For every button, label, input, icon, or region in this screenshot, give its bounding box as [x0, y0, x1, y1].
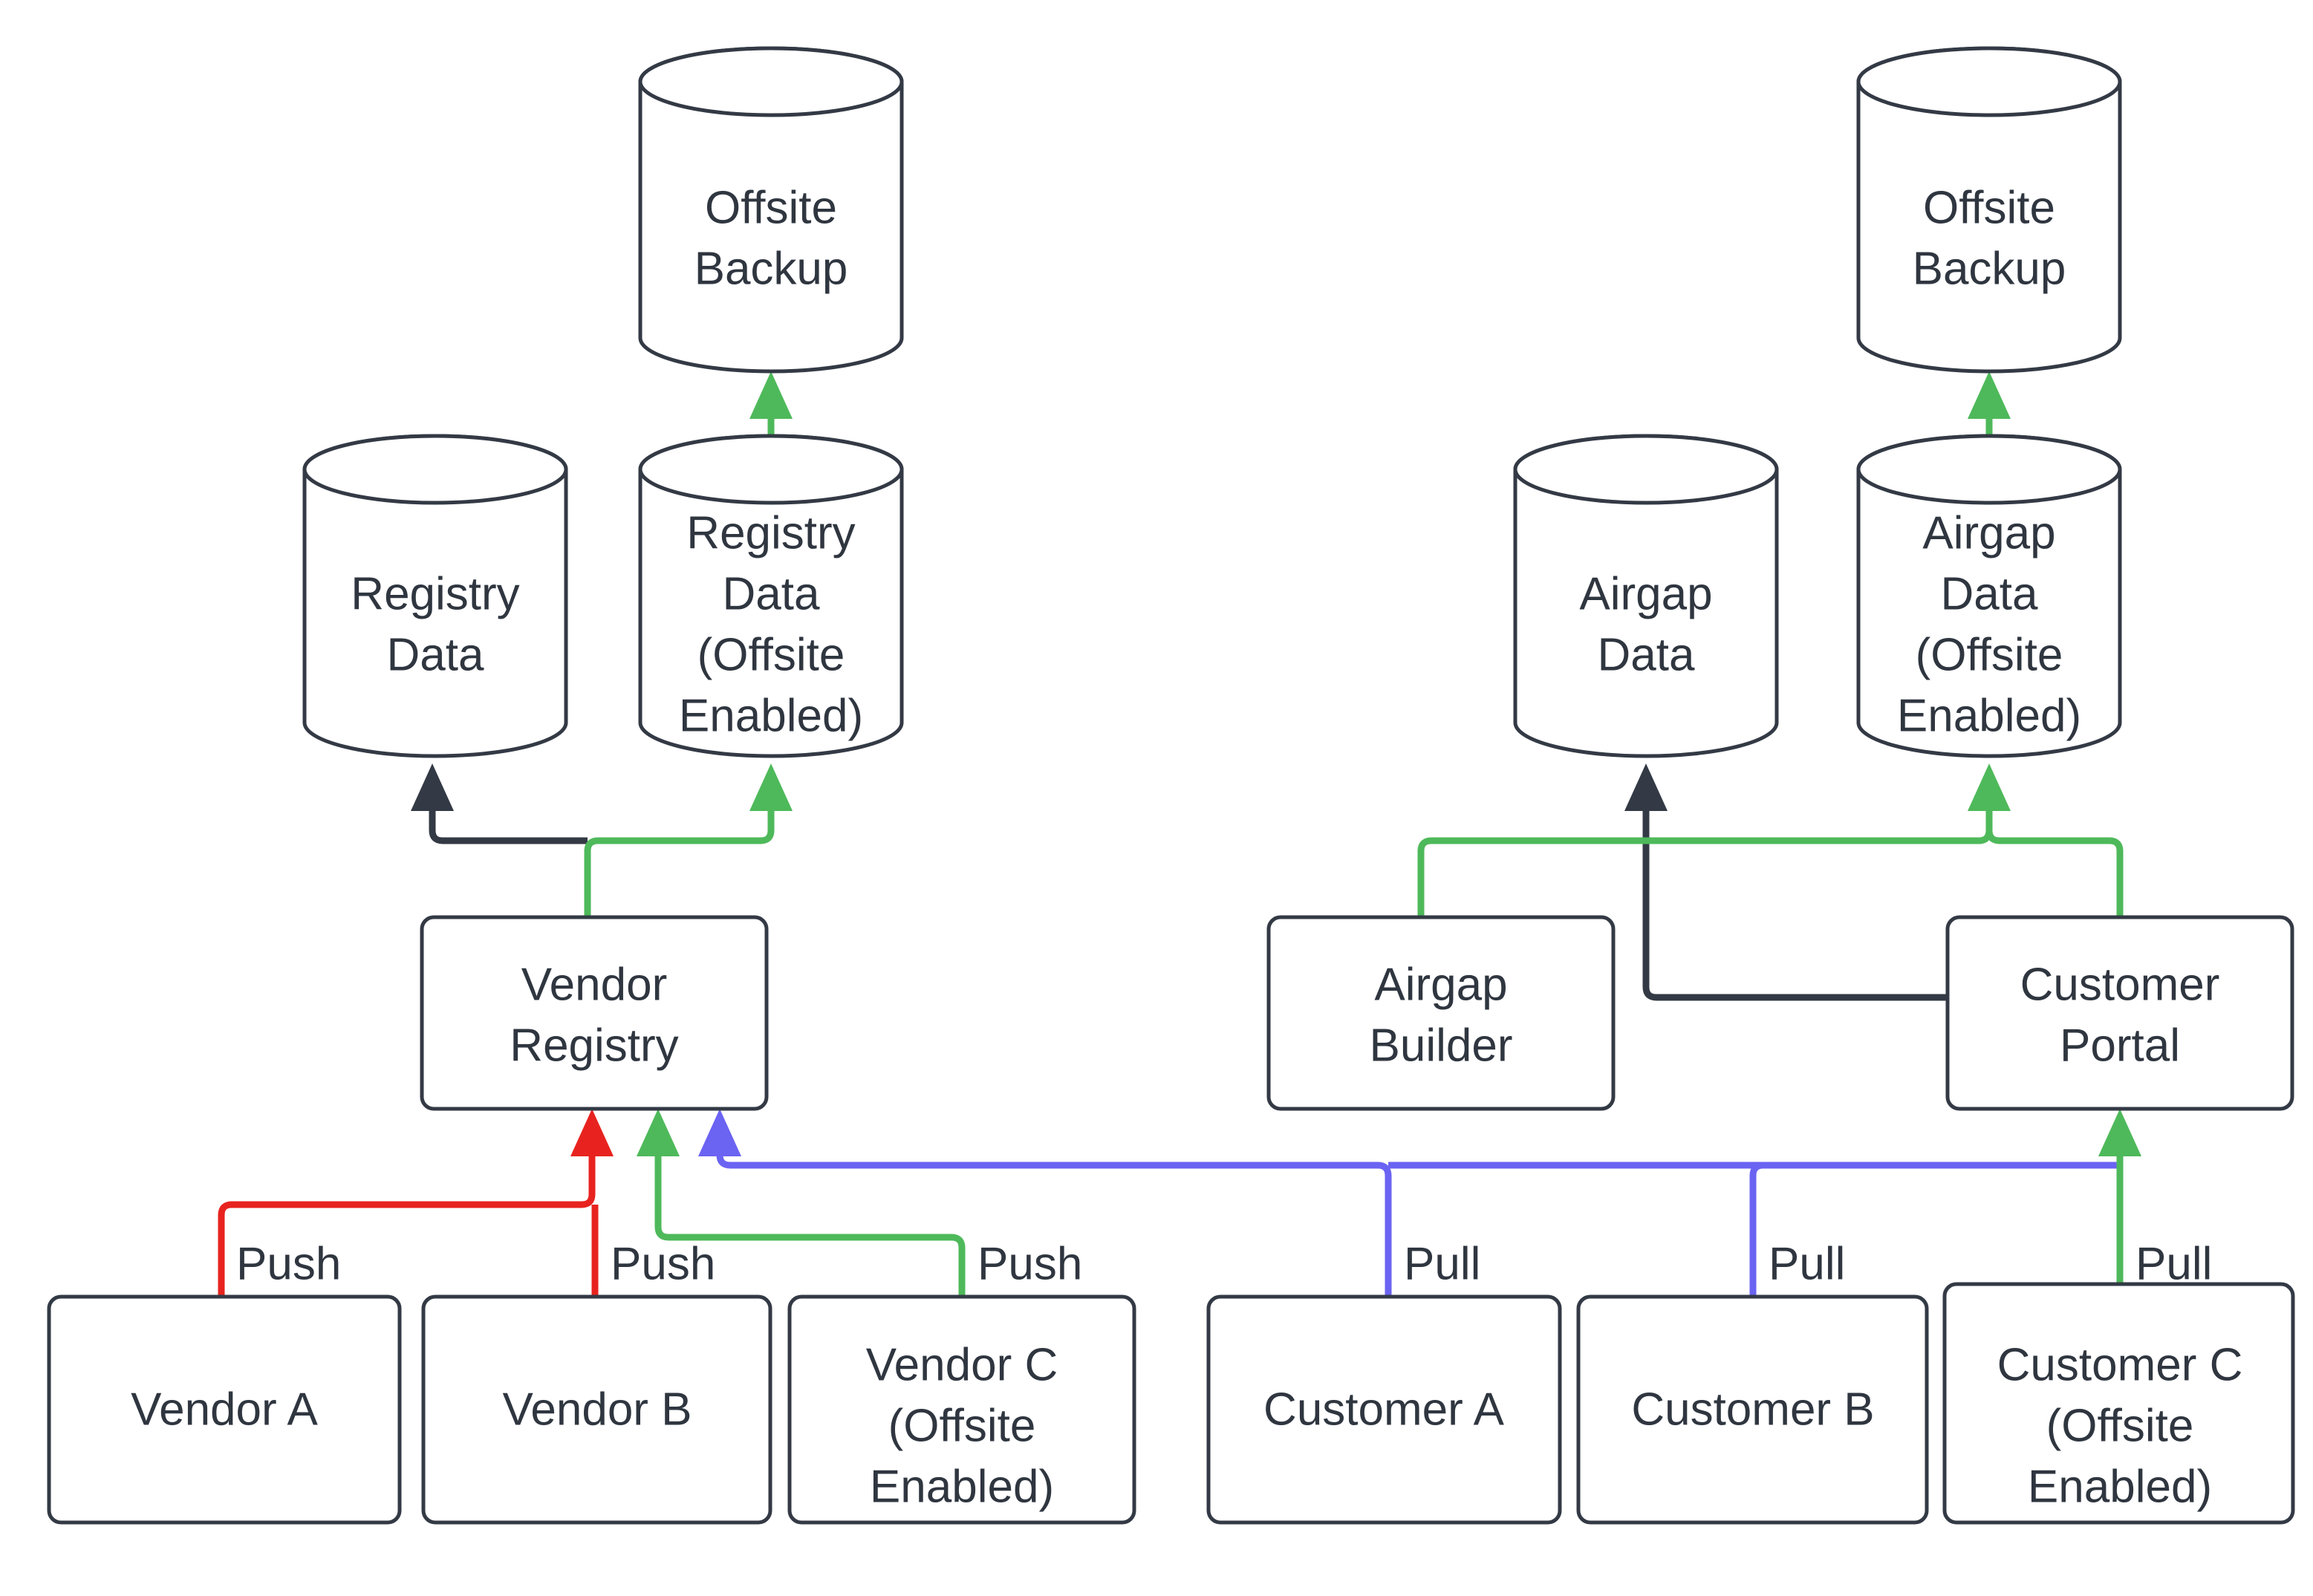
- airgap-data-offsite-label-1: Airgap: [1922, 507, 2055, 558]
- airgap-data-offsite-label-2: Data: [1941, 568, 2038, 619]
- node-vendor-c[interactable]: Vendor C (Offsite Enabled): [787, 1294, 1136, 1525]
- vendor-a-label: Vendor A: [131, 1384, 318, 1435]
- vendor-c-label-2: (Offsite: [888, 1400, 1036, 1451]
- edge-customer-c-to-customer-portal: [2098, 1109, 2141, 1284]
- edge-label-customer-c-pull: Pull: [2135, 1238, 2212, 1289]
- customer-portal-label-1: Customer: [2020, 959, 2220, 1010]
- airgap-data-label-2: Data: [1598, 629, 1695, 680]
- vendor-b-label: Vendor B: [502, 1384, 692, 1435]
- node-offsite-backup-left[interactable]: Offsite Backup: [638, 46, 904, 374]
- vendor-registry-label-1: Vendor: [521, 959, 668, 1010]
- customer-c-label-1: Customer C: [1997, 1339, 2243, 1390]
- registry-data-offsite-label-1: Registry: [686, 507, 855, 558]
- airgap-builder-label-2: Builder: [1370, 1020, 1513, 1071]
- node-vendor-b[interactable]: Vendor B: [421, 1294, 772, 1525]
- registry-data-label-1: Registry: [351, 568, 519, 619]
- edge-label-vendor-b-push: Push: [611, 1238, 715, 1289]
- edge-vendor-registry-to-registry-data-offsite: [584, 763, 793, 917]
- vendor-registry-label-2: Registry: [510, 1020, 678, 1071]
- vendor-c-label-3: Enabled): [870, 1461, 1054, 1512]
- edge-customer-portal-to-airgap-data-offsite: [1985, 791, 2124, 917]
- registry-data-offsite-label-2: Data: [723, 568, 820, 619]
- node-vendor-registry[interactable]: Vendor Registry: [420, 915, 769, 1111]
- airgap-data-label-1: Airgap: [1579, 568, 1712, 619]
- customer-c-label-2: (Offsite: [2046, 1400, 2194, 1451]
- edge-vendor-c-to-vendor-registry: [637, 1109, 966, 1297]
- offsite-backup-right-label-2: Backup: [1913, 243, 2066, 294]
- edge-registry-offsite-to-offsite-backup: [749, 371, 793, 438]
- node-customer-portal[interactable]: Customer Portal: [1945, 915, 2294, 1111]
- vendor-c-label-1: Vendor C: [866, 1339, 1058, 1390]
- node-vendor-a[interactable]: Vendor A: [47, 1294, 402, 1525]
- airgap-builder-label-1: Airgap: [1374, 959, 1507, 1010]
- registry-data-offsite-label-4: Enabled): [679, 690, 863, 741]
- node-airgap-data[interactable]: Airgap Data: [1513, 434, 1779, 758]
- edge-label-vendor-c-push: Push: [977, 1238, 1082, 1289]
- node-customer-c[interactable]: Customer C (Offsite Enabled): [1942, 1282, 2295, 1525]
- customer-portal-label-2: Portal: [2060, 1020, 2180, 1071]
- edge-customer-portal-to-airgap-data: [1624, 763, 1948, 1001]
- edge-label-customer-b-pull: Pull: [1769, 1238, 1845, 1289]
- airgap-data-offsite-label-4: Enabled): [1897, 690, 2081, 741]
- edge-vendor-registry-to-registry-data: [411, 763, 588, 844]
- edge-label-vendor-a-push: Push: [236, 1238, 341, 1289]
- registry-data-label-2: Data: [387, 629, 484, 680]
- node-airgap-data-offsite[interactable]: Airgap Data (Offsite Enabled): [1856, 434, 2122, 758]
- airgap-data-offsite-label-3: (Offsite: [1916, 629, 2063, 680]
- node-offsite-backup-right[interactable]: Offsite Backup: [1856, 46, 2122, 374]
- edge-customer-a-to-vendor-registry: [698, 1109, 1392, 1297]
- node-registry-data-offsite[interactable]: Registry Data (Offsite Enabled): [638, 434, 904, 758]
- offsite-backup-left-label-1: Offsite: [705, 182, 837, 233]
- registry-data-offsite-label-3: (Offsite: [697, 629, 845, 680]
- edge-vendor-a-to-vendor-registry: [218, 1109, 614, 1297]
- node-customer-a[interactable]: Customer A: [1206, 1294, 1562, 1525]
- customer-c-label-3: Enabled): [2028, 1461, 2212, 1512]
- customer-b-label: Customer B: [1631, 1384, 1874, 1435]
- edge-airgap-data-offsite-to-offsite-backup: [1968, 371, 2011, 438]
- node-customer-b[interactable]: Customer B: [1576, 1294, 1929, 1525]
- offsite-backup-right-label-1: Offsite: [1923, 182, 2055, 233]
- node-registry-data[interactable]: Registry Data: [302, 434, 568, 758]
- customer-a-label: Customer A: [1263, 1384, 1505, 1435]
- edge-airgap-builder-to-airgap-data-offsite: [1417, 763, 2011, 917]
- node-airgap-builder[interactable]: Airgap Builder: [1266, 915, 1616, 1111]
- edge-label-customer-a-pull: Pull: [1404, 1238, 1480, 1289]
- offsite-backup-left-label-2: Backup: [694, 243, 848, 294]
